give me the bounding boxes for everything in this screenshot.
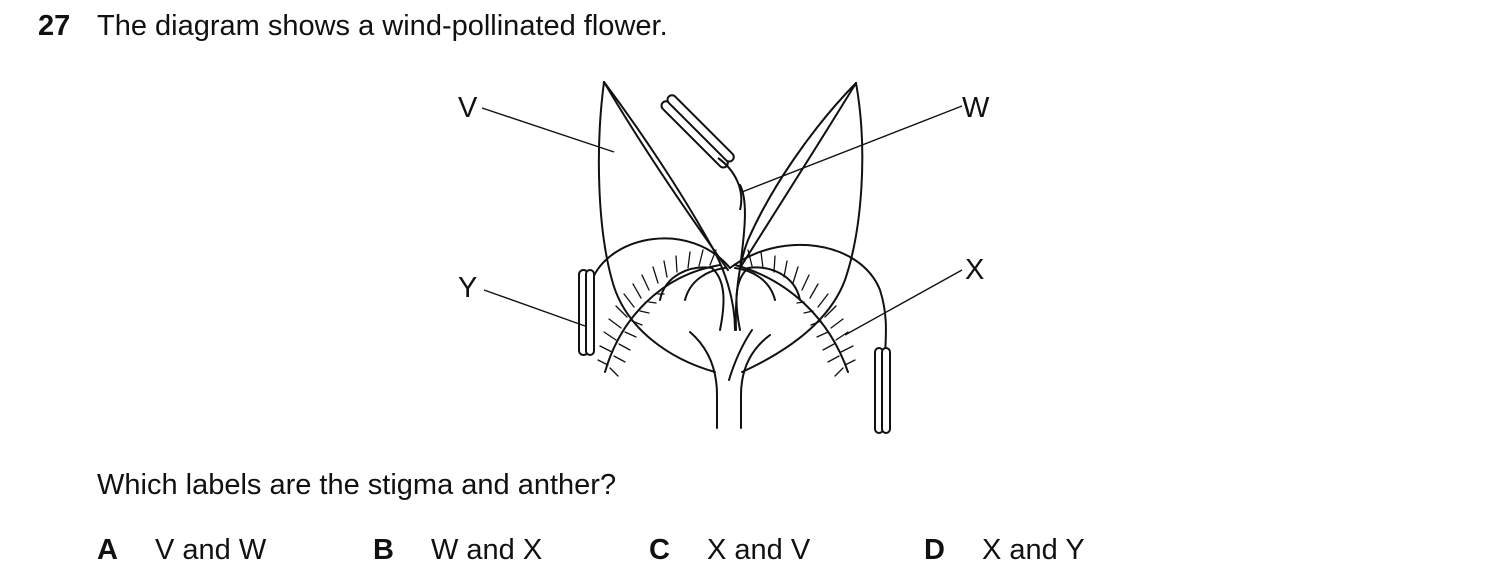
anther-top <box>660 94 735 169</box>
stigma-right <box>734 264 849 373</box>
anther-left <box>578 269 595 356</box>
label-x: X <box>965 254 984 286</box>
right-filament <box>729 243 887 356</box>
anther-top-filament <box>717 157 743 211</box>
flower-stalk <box>689 331 718 429</box>
anther-right <box>874 347 891 434</box>
left-filament <box>584 237 731 341</box>
option-text: X and Y <box>982 534 1085 566</box>
label-v: V <box>458 92 478 124</box>
option-letter: D <box>924 534 945 566</box>
option-a[interactable]: A V and W <box>97 534 266 567</box>
inner-floret-right <box>735 266 801 331</box>
leader-x <box>844 269 963 336</box>
label-y: Y <box>458 272 477 304</box>
right-bract <box>734 82 857 331</box>
question-prompt: Which labels are the stigma and anther? <box>97 469 617 501</box>
stigma-left <box>604 264 721 373</box>
option-text: W and X <box>431 534 543 566</box>
option-d[interactable]: D X and Y <box>924 534 1085 567</box>
option-letter: B <box>373 534 394 566</box>
option-c[interactable]: C X and V <box>649 534 810 567</box>
option-letter: C <box>649 534 670 566</box>
leader-v <box>481 107 615 153</box>
leader-w <box>741 105 963 193</box>
option-text: X and V <box>707 534 811 566</box>
leader-y <box>483 289 586 327</box>
option-text: V and W <box>155 534 267 566</box>
question-stem: The diagram shows a wind-pollinated flow… <box>97 10 668 42</box>
inner-floret-left <box>659 266 725 331</box>
option-b[interactable]: B W and X <box>373 534 542 567</box>
left-bract <box>597 81 716 373</box>
label-w: W <box>962 92 990 124</box>
option-letter: A <box>97 534 118 566</box>
question-number: 27 <box>38 10 71 42</box>
